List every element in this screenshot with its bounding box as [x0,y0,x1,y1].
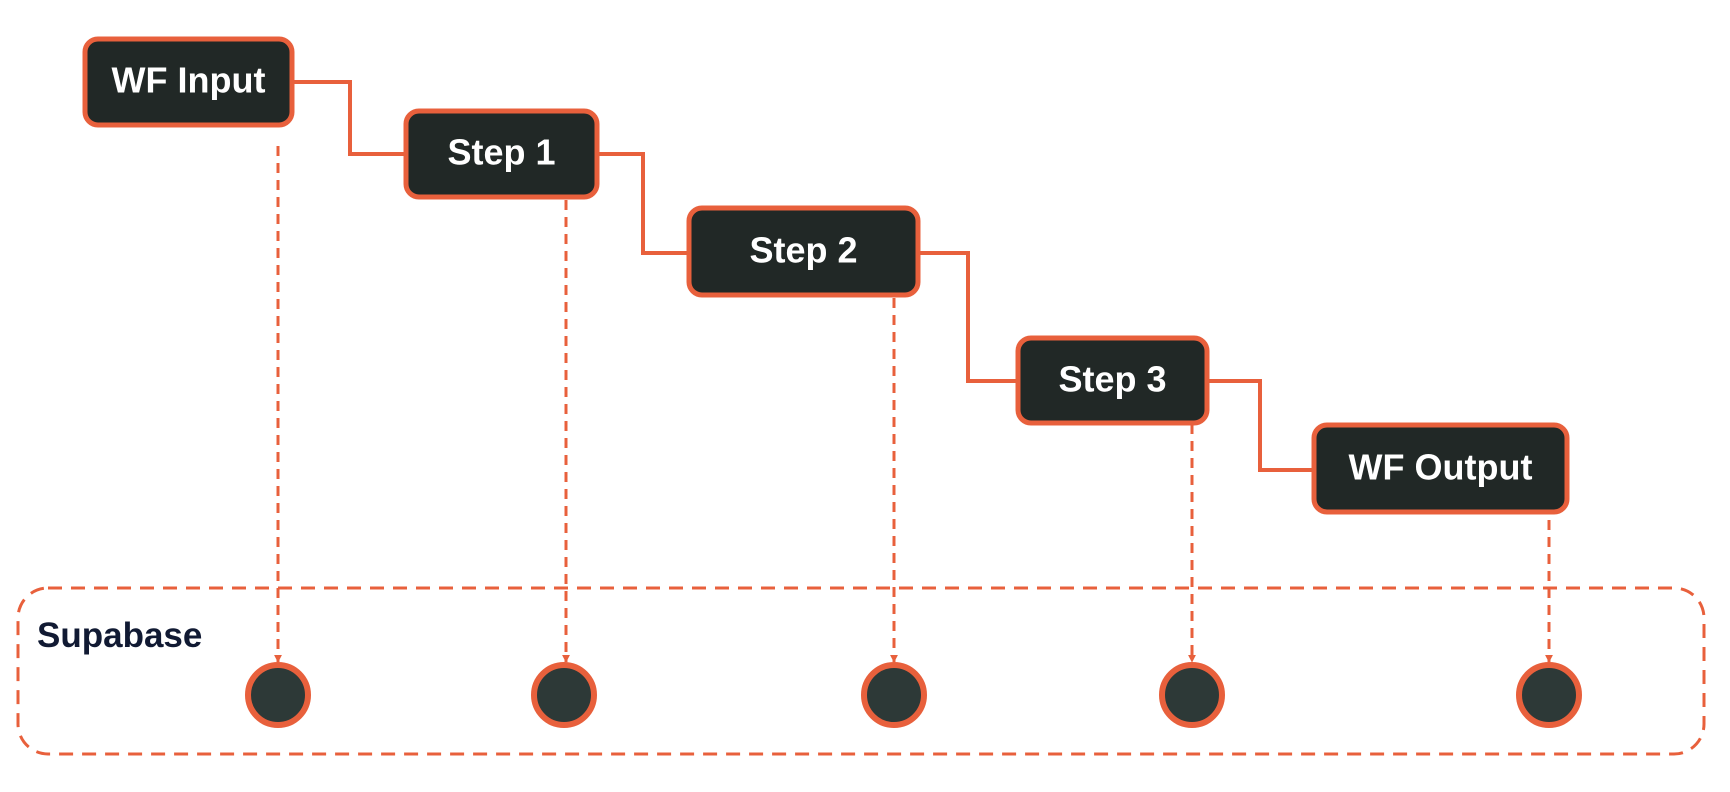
node-wf-output[interactable]: WF Output [1311,422,1570,515]
node-step-2[interactable]: Step 2 [686,205,921,298]
store-circle-step-2 [861,662,927,728]
supabase-group [16,586,1706,756]
store-circle-wf-input [245,662,311,728]
node-step-3[interactable]: Step 3 [1015,335,1210,426]
connector-step-3-wf-output [1207,379,1314,472]
node-step-1[interactable]: Step 1 [403,108,600,200]
node-label: Step 2 [749,230,857,271]
node-label: WF Output [1349,447,1533,488]
node-label: Step 1 [447,132,555,173]
connector-step-1-step-2 [597,152,689,255]
node-label: WF Input [112,60,266,101]
workflow-connectors [292,80,1314,472]
persist-arrows [274,146,1553,663]
store-circle-step-1 [531,662,597,728]
supabase-stores [245,662,1582,728]
supabase-group-label: Supabase [37,616,202,655]
node-wf-input[interactable]: WF Input [82,36,295,128]
store-circle-wf-output [1516,662,1582,728]
store-circle-step-3 [1159,662,1225,728]
node-label: Step 3 [1058,359,1166,400]
connector-step-2-step-3 [918,251,1018,383]
connector-wf-input-step-1 [292,80,406,156]
